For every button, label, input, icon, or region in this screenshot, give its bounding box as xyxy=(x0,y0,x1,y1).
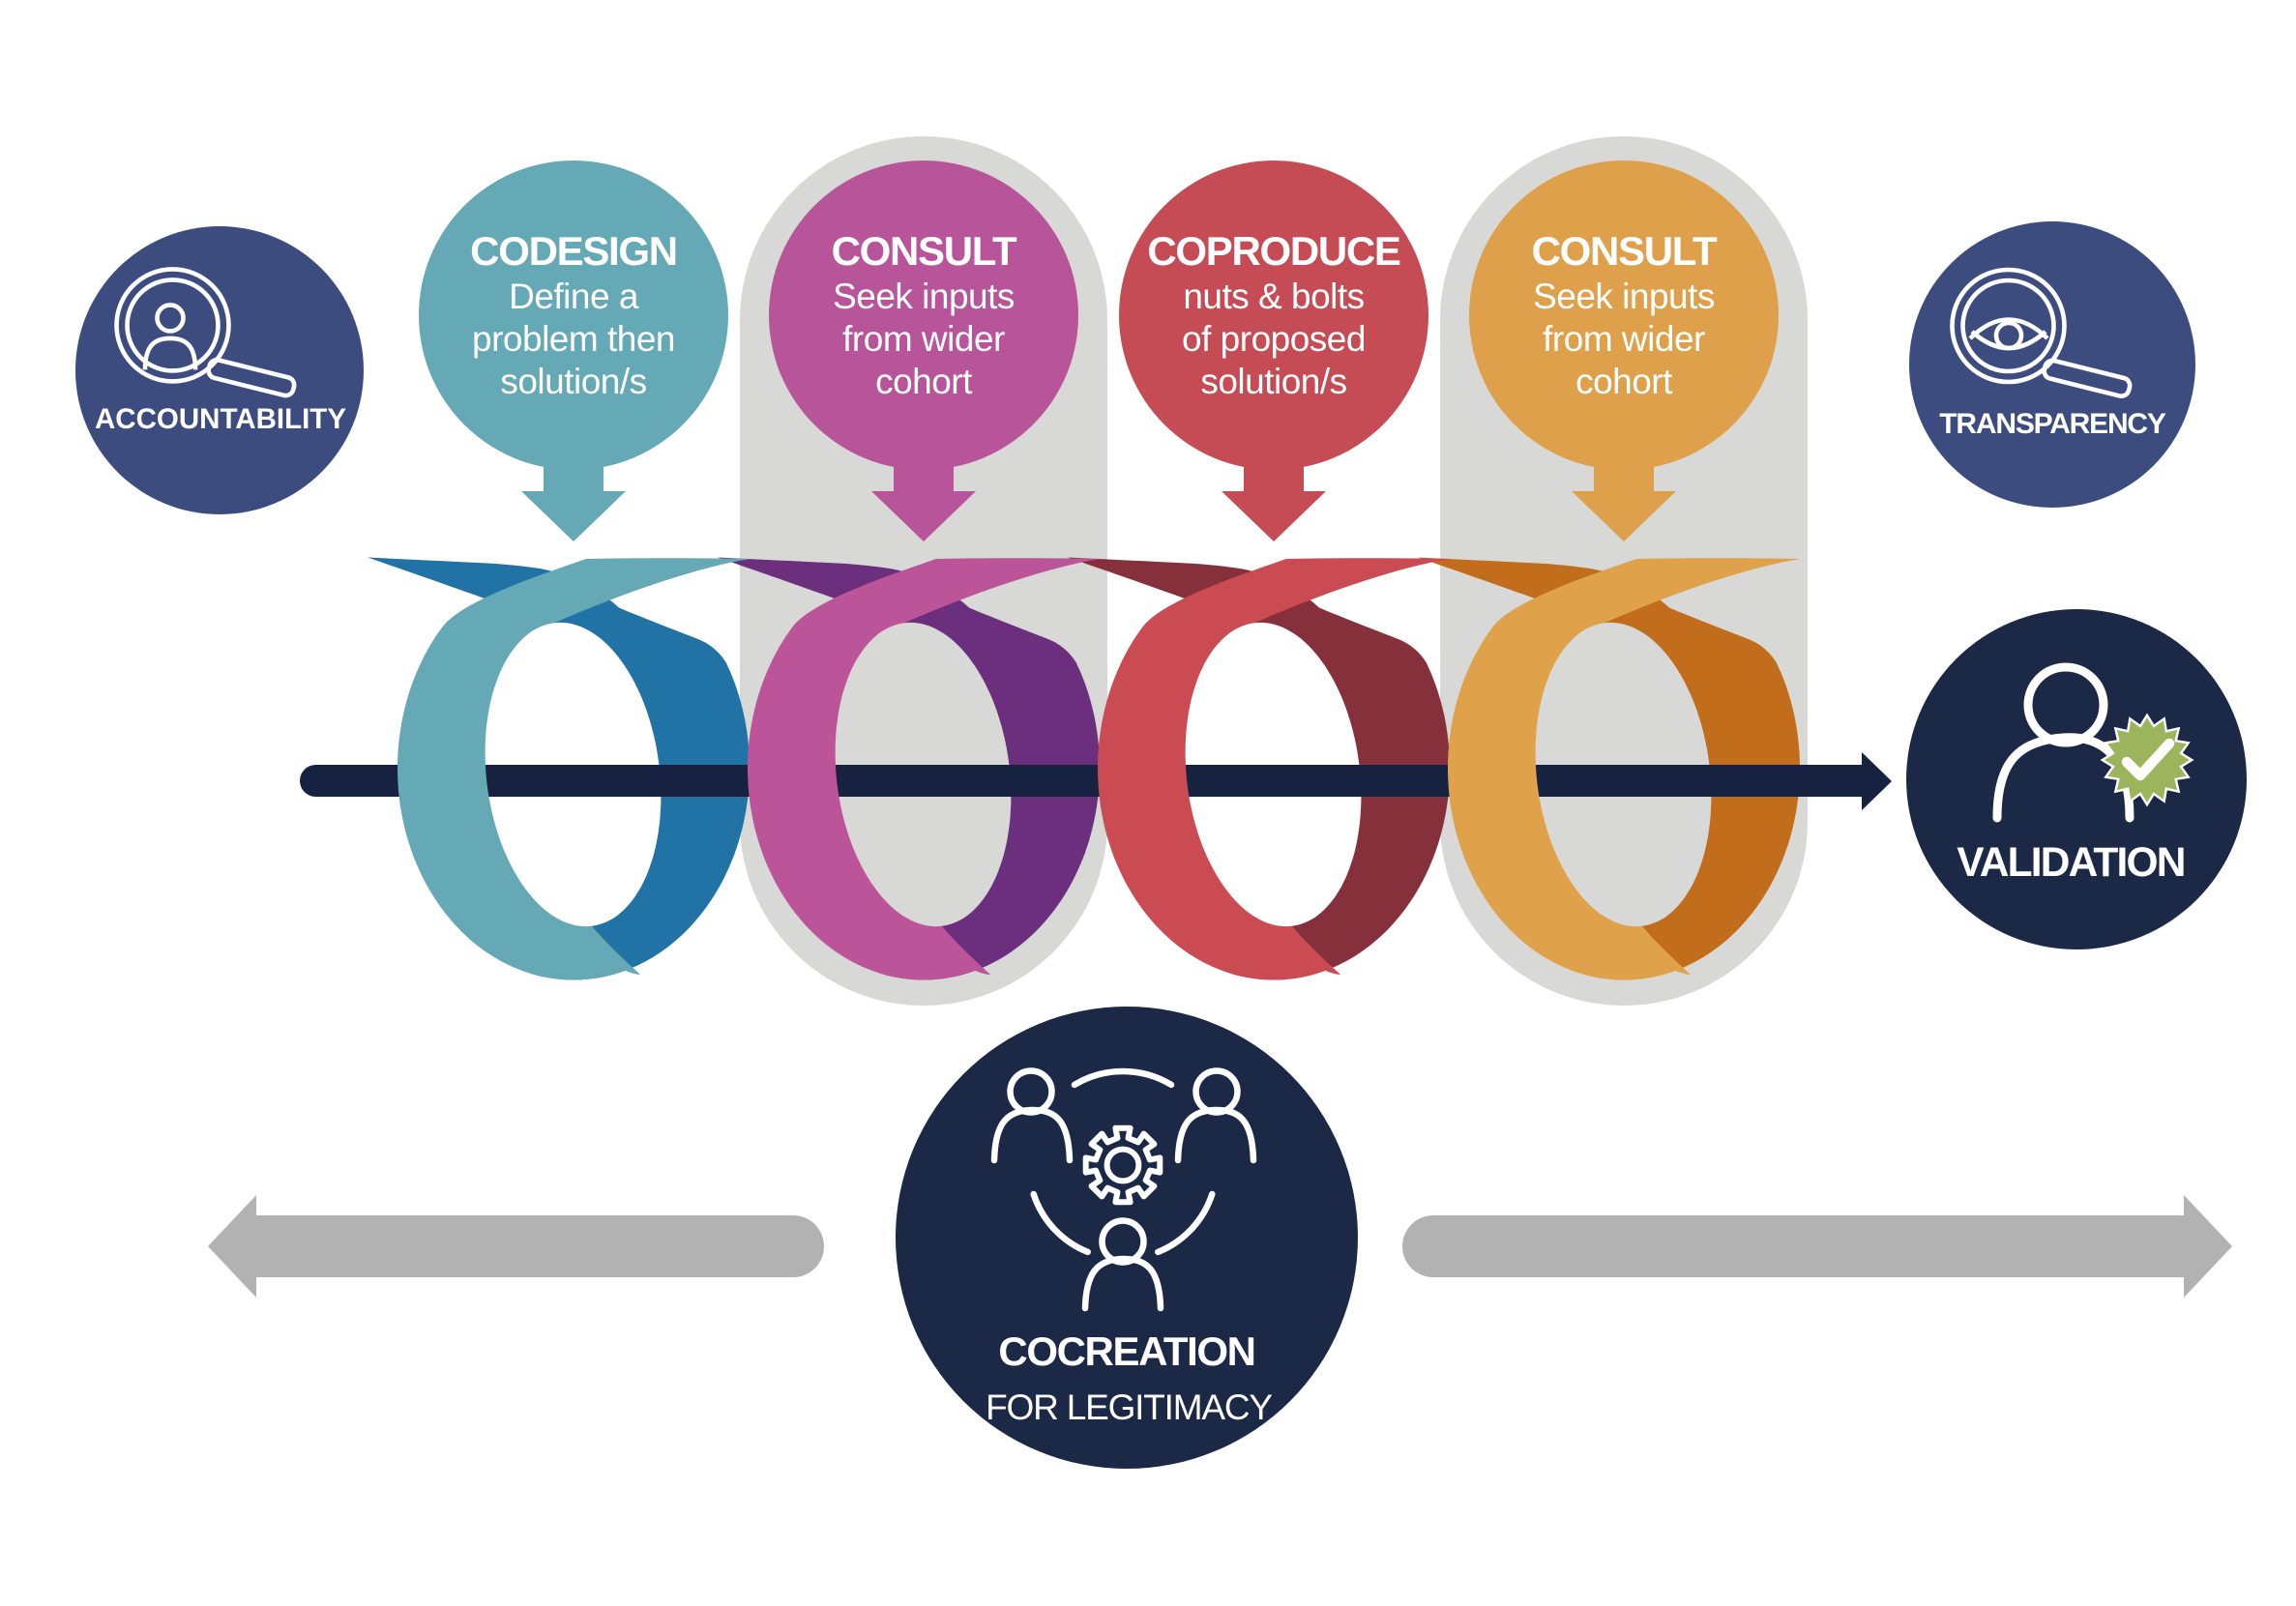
svg-text:solution/s: solution/s xyxy=(500,362,646,401)
svg-text:solution/s: solution/s xyxy=(1200,362,1346,401)
svg-text:from wider: from wider xyxy=(1543,319,1705,359)
svg-text:FOR LEGITIMACY: FOR LEGITIMACY xyxy=(986,1387,1272,1427)
svg-text:nuts & bolts: nuts & bolts xyxy=(1183,277,1364,316)
svg-text:Seek inputs: Seek inputs xyxy=(833,277,1015,316)
svg-text:CONSULT: CONSULT xyxy=(1532,228,1718,274)
svg-text:cohort: cohort xyxy=(1575,362,1673,401)
svg-text:VALIDATION: VALIDATION xyxy=(1957,840,2184,886)
svg-text:Define a: Define a xyxy=(509,277,639,316)
svg-text:ACCOUNTABILITY: ACCOUNTABILITY xyxy=(95,403,346,435)
svg-text:Seek inputs: Seek inputs xyxy=(1533,277,1715,316)
svg-text:from wider: from wider xyxy=(842,319,1005,359)
svg-text:CODESIGN: CODESIGN xyxy=(470,228,677,274)
svg-text:COCREATION: COCREATION xyxy=(998,1329,1254,1374)
svg-text:of proposed: of proposed xyxy=(1182,319,1366,359)
svg-text:problem then: problem then xyxy=(472,319,675,359)
svg-text:COPRODUCE: COPRODUCE xyxy=(1147,228,1400,274)
svg-text:CONSULT: CONSULT xyxy=(832,228,1017,274)
svg-text:cohort: cohort xyxy=(875,362,973,401)
svg-text:TRANSPARENCY: TRANSPARENCY xyxy=(1939,408,2166,440)
